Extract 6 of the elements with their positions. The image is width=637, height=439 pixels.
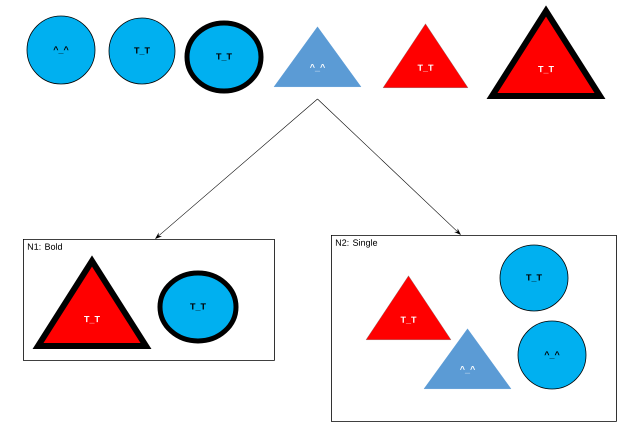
triangle: ^_^ (424, 328, 512, 389)
triangle: T_T (382, 24, 468, 88)
triangle: T_T (366, 276, 452, 340)
arrow (155, 98, 318, 239)
triangle: ^_^ (274, 26, 362, 87)
arrow (317, 98, 461, 235)
